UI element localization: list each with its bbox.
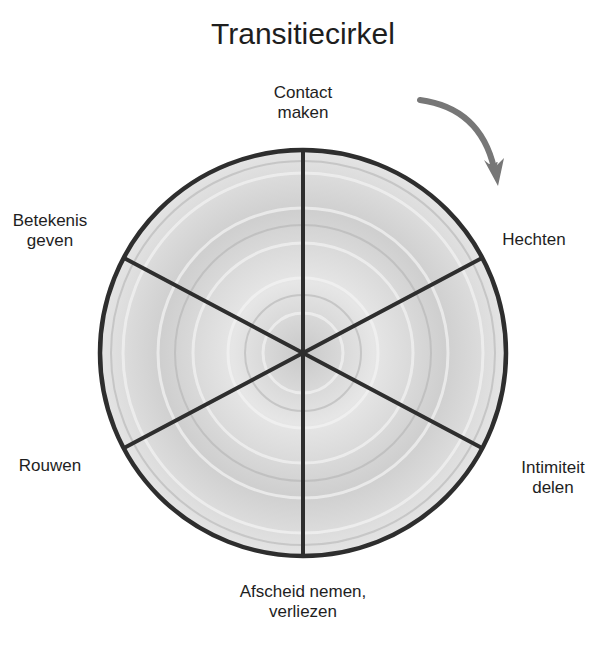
phase-label: Hechten	[501, 230, 567, 250]
diagram-title: Transitiecirkel	[211, 16, 395, 52]
direction-arrow	[420, 100, 494, 168]
phase-label: Afscheid nemen, verliezen	[239, 582, 368, 623]
circle-spokes	[124, 150, 482, 556]
direction-arrowhead	[484, 158, 504, 186]
phase-label: Rouwen	[18, 456, 83, 476]
phase-label: Contact maken	[273, 83, 334, 124]
circle-fill	[100, 150, 506, 556]
circle-outline	[100, 150, 506, 556]
phase-label: Betekenis geven	[12, 211, 89, 252]
phase-label: Intimiteit delen	[520, 458, 586, 499]
